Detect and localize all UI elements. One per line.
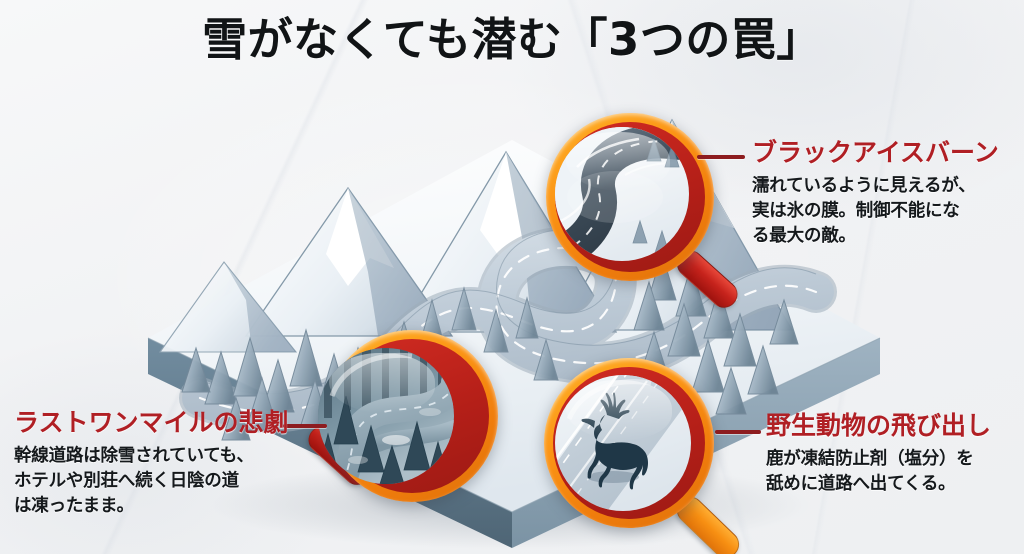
annotation-body-last-one-mile: 幹線道路は除雪されていても、 ホテルや別荘へ続く日陰の道 は凍ったまま。 xyxy=(14,444,289,520)
annotation-heading-last-one-mile: ラストワンマイルの悲劇 xyxy=(14,408,289,437)
page-title: 雪がなくても潜む「3つの罠」 xyxy=(202,13,822,66)
magnifier-lens-wildlife xyxy=(555,375,691,511)
annotation-last-one-mile: ラストワンマイルの悲劇 幹線道路は除雪されていても、 ホテルや別荘へ続く日陰の道… xyxy=(14,409,289,520)
leader-line-wildlife xyxy=(715,430,761,434)
annotation-body-line: る最大の敵。 xyxy=(752,226,856,247)
leader-line-last-one-mile xyxy=(283,424,327,428)
annotation-body-line: ホテルや別荘へ続く日陰の道 xyxy=(14,470,239,491)
annotation-body-line: 幹線道路は除雪されていても、 xyxy=(14,445,254,466)
annotation-body-line: 舐めに道路へ出てくる。 xyxy=(766,473,956,494)
annotation-body-line: 濡れているように見えるが、 xyxy=(752,175,976,196)
magnifier-lens-black-ice xyxy=(555,127,689,261)
magnifier-lens-last-one-mile xyxy=(318,348,454,484)
annotation-heading-wildlife: 野生動物の飛び出し xyxy=(766,411,992,440)
annotation-body-line: 鹿が凍結防止剤（塩分）を xyxy=(766,448,974,469)
annotation-heading-black-ice: ブラックアイスバーン xyxy=(752,138,999,167)
annotation-body-line: 実は氷の膜。制御不能にな xyxy=(752,200,960,221)
leader-line-black-ice xyxy=(697,155,745,159)
magnifier-wildlife[interactable] xyxy=(538,358,758,554)
annotation-wildlife: 野生動物の飛び出し 鹿が凍結防止剤（塩分）を 舐めに道路へ出てくる。 xyxy=(766,412,991,497)
annotation-black-ice: ブラックアイスバーン 濡れているように見えるが、 実は氷の膜。制御不能にな る最… xyxy=(752,139,999,250)
annotation-body-line: は凍ったまま。 xyxy=(14,496,134,517)
annotation-body-black-ice: 濡れているように見えるが、 実は氷の膜。制御不能にな る最大の敵。 xyxy=(752,174,999,250)
annotation-body-wildlife: 鹿が凍結防止剤（塩分）を 舐めに道路へ出てくる。 xyxy=(766,447,991,498)
magnifier-black-ice[interactable] xyxy=(538,110,744,314)
magnifier-last-one-mile[interactable] xyxy=(300,330,500,535)
